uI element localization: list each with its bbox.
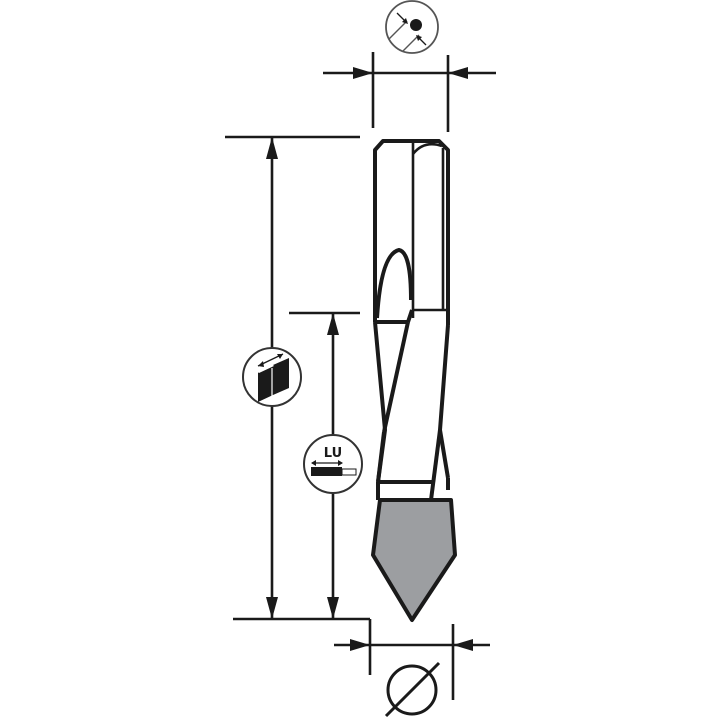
- cutting-diameter-dimension: [334, 624, 490, 700]
- shank-diameter-dimension: [323, 52, 496, 132]
- cutting-tip: [371, 498, 457, 622]
- useful-length-icon: LU: [303, 434, 363, 494]
- shank-diameter-icon: [385, 0, 439, 54]
- total-length-dimension: [225, 135, 372, 675]
- drill-bit: [373, 139, 450, 501]
- lu-label: LU: [324, 446, 342, 461]
- total-length-icon: [242, 347, 302, 407]
- tip-fill: [371, 498, 457, 622]
- diameter-symbol-icon: [384, 661, 441, 718]
